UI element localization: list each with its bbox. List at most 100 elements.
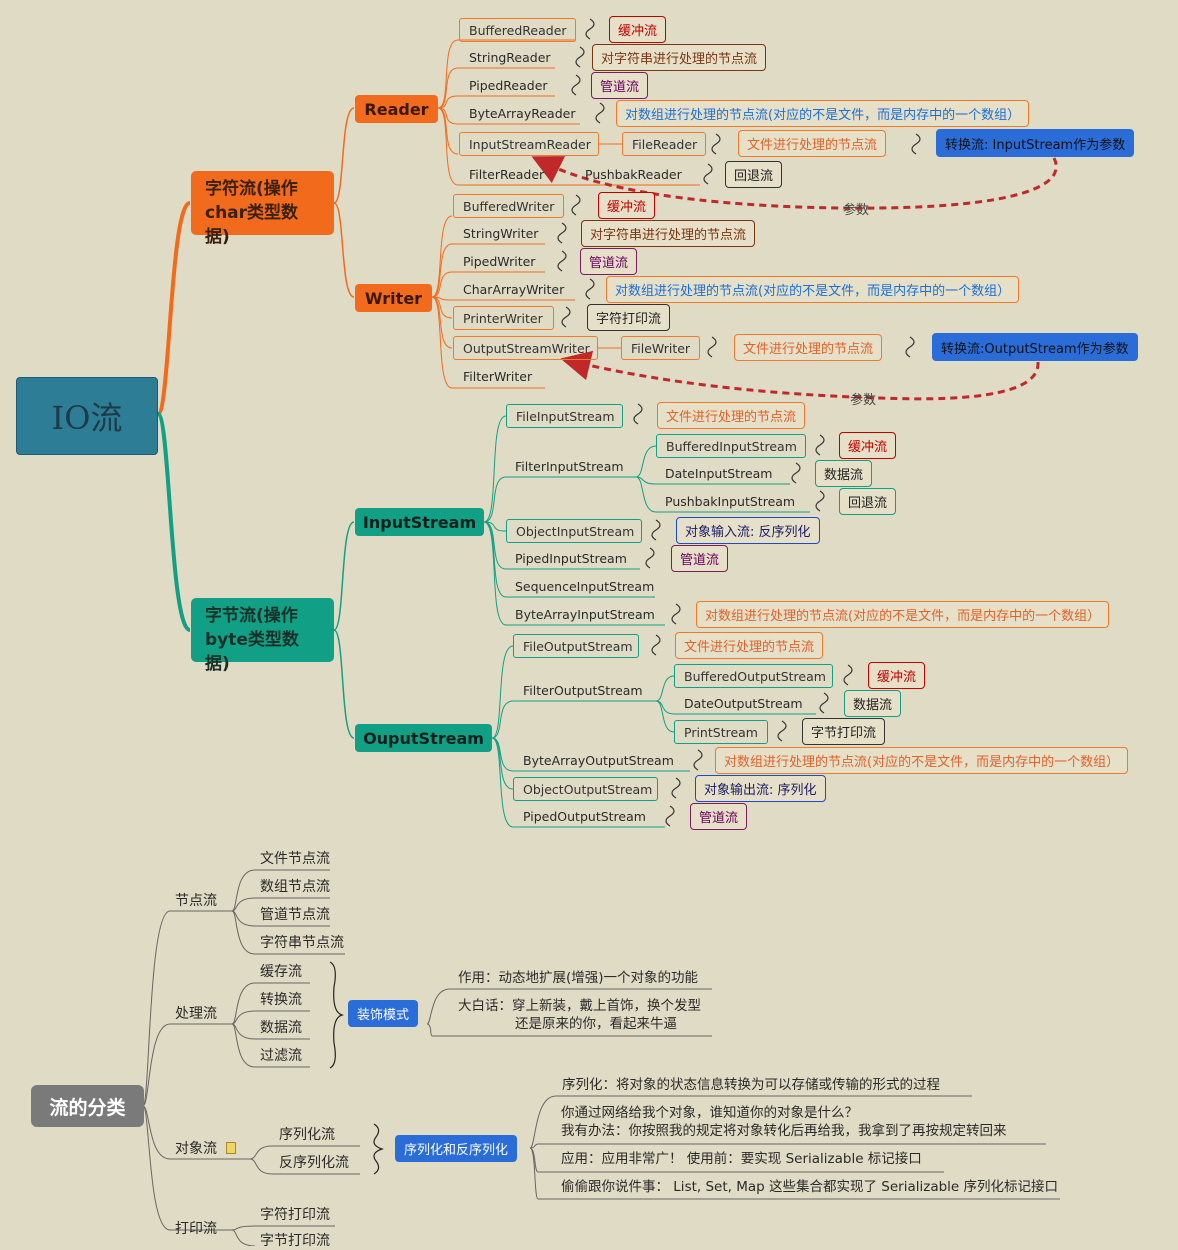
input-note-back: 回退流 [839,488,897,515]
serialization-node[interactable]: 序列化和反序列化 [395,1135,518,1162]
classify-root[interactable]: 流的分类 [31,1085,144,1127]
classify-object-label[interactable]: 对象流 [175,1141,217,1157]
writer-note-convert: 转换流:OutputStream作为参数 [932,333,1138,361]
output-note-pipe: 管道流 [690,803,748,830]
reader-item-pipedreader[interactable]: PipedReader [469,78,548,93]
writer-item-pipedwriter[interactable]: PipedWriter [463,254,536,269]
writer-param-label: 参数 [850,393,877,408]
output-note-array: 对数组进行处理的节点流(对应的不是文件，而是内存中的一个数组） [715,747,1129,774]
reader-note-file: 文件进行处理的节点流 [738,130,887,157]
outputstream-node[interactable]: OuputStream [355,724,492,752]
decorator-pattern-node[interactable]: 装饰模式 [348,1000,419,1027]
reader-item-pushbakreader[interactable]: PushbakReader [585,167,682,182]
serialization-q2-text: 我有办法：你按照我的规定将对象转化后再给我，我拿到了再按规定转回来 [561,1123,1007,1139]
output-item-objectoutputstream[interactable]: ObjectOutputStream [513,777,658,801]
input-item-fileinputstream[interactable]: FileInputStream [506,404,623,428]
input-note-data: 数据流 [815,460,873,487]
writer-node[interactable]: Writer [355,284,432,312]
output-item-printstream[interactable]: PrintStream [674,720,768,744]
classify-node-string[interactable]: 字符串节点流 [260,935,344,951]
byte-stream-node[interactable]: 字节流(操作 byte类型数据) [191,598,334,674]
char-stream-node[interactable]: 字符流(操作 char类型数据) [191,171,334,247]
writer-item-filewriter[interactable]: FileWriter [621,336,700,360]
reader-note-convert: 转换流: InputStream作为参数 [936,129,1135,157]
reader-item-filereader[interactable]: FileReader [622,132,706,156]
writer-item-bufferedwriter[interactable]: BufferedWriter [453,194,564,218]
classify-node-array[interactable]: 数组节点流 [260,879,330,895]
output-note-file: 文件进行处理的节点流 [675,632,824,659]
decorator-plain-text-2: 还是原来的你，看起来牛逼 [515,1016,677,1032]
char-stream-label-2: char类型数据) [205,203,299,247]
input-item-bufferedinputstream[interactable]: BufferedInputStream [656,434,806,458]
output-item-filteroutputstream[interactable]: FilterOutputStream [523,683,643,698]
reader-node[interactable]: Reader [355,95,438,123]
classify-node-file[interactable]: 文件节点流 [260,851,330,867]
decorator-effect-text: 作用：动态地扩展(增强)一个对象的功能 [458,970,699,986]
reader-note-back: 回退流 [725,161,783,188]
output-note-object: 对象输出流: 序列化 [695,775,826,802]
input-note-pipe: 管道流 [671,545,729,572]
classify-process-filter[interactable]: 过滤流 [260,1048,302,1064]
serialization-use-text: 应用：应用非常广！ 使用前：要实现 Serializable 标记接口 [561,1151,922,1167]
output-item-pipedoutputstream[interactable]: PipedOutputStream [523,809,646,824]
input-note-buffer: 缓冲流 [839,432,897,459]
reader-note-array: 对数组进行处理的节点流(对应的不是文件，而是内存中的一个数组） [616,100,1030,127]
classify-node-pipe[interactable]: 管道节点流 [260,907,330,923]
input-item-objectinputstream[interactable]: ObjectInputStream [506,519,642,543]
input-item-sequenceinputstream[interactable]: SequenceInputStream [515,579,655,594]
classify-print-byte[interactable]: 字节打印流 [260,1233,330,1249]
input-item-bytearrayinputstream[interactable]: ByteArrayInputStream [515,607,655,622]
reader-note-pipe: 管道流 [591,72,649,99]
classify-process-cache[interactable]: 缓存流 [260,964,302,980]
byte-stream-label-2: byte类型数据) [205,630,299,674]
writer-item-stringwriter[interactable]: StringWriter [463,226,539,241]
classify-print-label[interactable]: 打印流 [175,1221,217,1237]
writer-item-printerwriter[interactable]: PrinterWriter [453,306,554,330]
classify-process-label[interactable]: 处理流 [175,1006,217,1022]
input-item-pushbakinputstream[interactable]: PushbakInputStream [665,494,796,509]
output-item-bufferedoutputstream[interactable]: BufferedOutputStream [674,664,833,688]
classify-object-serialize[interactable]: 序列化流 [279,1127,335,1143]
writer-note-print: 字符打印流 [587,304,671,331]
writer-note-file: 文件进行处理的节点流 [734,334,883,361]
writer-note-buffer: 缓冲流 [598,192,656,219]
writer-note-string: 对字符串进行处理的节点流 [581,220,756,247]
byte-stream-label-1: 字节流(操作 [205,606,298,626]
input-item-filterinputstream[interactable]: FilterInputStream [515,459,624,474]
classify-print-char[interactable]: 字符打印流 [260,1207,330,1223]
note-icon[interactable] [226,1142,236,1154]
classify-node-label[interactable]: 节点流 [175,893,217,909]
reader-item-filterreader[interactable]: FilterReader [469,167,545,182]
input-note-object: 对象输入流: 反序列化 [676,517,820,544]
reader-item-bufferedreader[interactable]: BufferedReader [459,18,576,42]
output-item-fileoutputstream[interactable]: FileOutputStream [513,634,639,658]
reader-param-label: 参数 [843,203,870,218]
writer-note-array: 对数组进行处理的节点流(对应的不是文件，而是内存中的一个数组） [606,276,1020,303]
input-item-dateinputstream[interactable]: DateInputStream [665,466,773,481]
reader-item-bytearrayreader[interactable]: ByteArrayReader [469,106,576,121]
classify-process-data[interactable]: 数据流 [260,1020,302,1036]
inputstream-node[interactable]: InputStream [355,508,484,536]
output-item-bytearrayoutputstream[interactable]: ByteArrayOutputStream [523,753,674,768]
reader-item-inputstreamreader[interactable]: InputStreamReader [459,132,599,156]
writer-item-chararraywriter[interactable]: CharArrayWriter [463,282,565,297]
reader-note-buffer: 缓冲流 [609,16,667,43]
char-stream-label-1: 字符流(操作 [205,179,298,199]
writer-note-pipe: 管道流 [580,248,638,275]
serialization-secret-text: 偷偷跟你说件事： List, Set, Map 这些集合都实现了 Seriali… [561,1179,1059,1195]
output-item-dateoutputstream[interactable]: DateOutputStream [684,696,803,711]
reader-item-stringreader[interactable]: StringReader [469,50,551,65]
writer-item-outputstreamwriter[interactable]: OutputStreamWriter [453,336,598,360]
decorator-plain-text-1: 大白话：穿上新装，戴上首饰，换个发型 [458,998,701,1014]
root-node[interactable]: IO流 [16,377,158,455]
input-note-array: 对数组进行处理的节点流(对应的不是文件，而是内存中的一个数组） [696,601,1110,628]
output-note-data: 数据流 [844,690,902,717]
output-note-print: 字节打印流 [802,718,886,745]
serialization-def-text: 序列化：将对象的状态信息转换为可以存储或传输的形式的过程 [562,1077,940,1093]
classify-process-convert[interactable]: 转换流 [260,992,302,1008]
classify-object-deserialize[interactable]: 反序列化流 [279,1155,349,1171]
input-note-file: 文件进行处理的节点流 [657,402,806,429]
input-item-pipedinputstream[interactable]: PipedInputStream [515,551,627,566]
writer-item-filterwriter[interactable]: FilterWriter [463,369,533,384]
